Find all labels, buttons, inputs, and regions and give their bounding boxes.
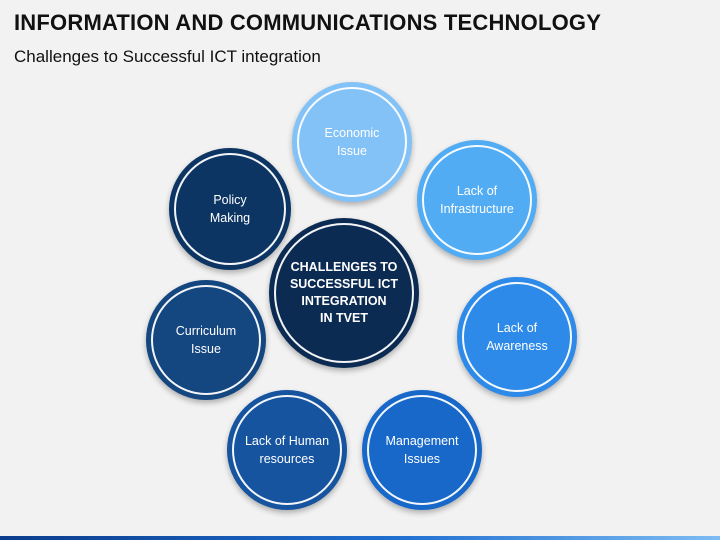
node-lack-of-human-resources: Lack of Human resources <box>227 390 347 510</box>
node-label: Lack of Awareness <box>486 320 548 353</box>
central-node-label: CHALLENGES TO SUCCESSFUL ICT INTEGRATION… <box>289 260 399 325</box>
page-subtitle: Challenges to Successful ICT integration <box>14 47 321 66</box>
node-lack-of-infrastructure: Lack of Infrastructure <box>417 140 537 260</box>
node-lack-of-awareness: Lack of Awareness <box>457 277 577 397</box>
node-label: Lack of Infrastructure <box>440 183 514 216</box>
node-label: Curriculum Issue <box>175 323 237 356</box>
footer-accent-bar <box>0 536 720 540</box>
node-policy-making: Policy Making <box>169 148 291 270</box>
node-curriculum-issue: Curriculum Issue <box>146 280 266 400</box>
node-management-issues: Management Issues <box>362 390 482 510</box>
node-label: Policy Making <box>209 192 251 225</box>
central-challenges-node: CHALLENGES TO SUCCESSFUL ICT INTEGRATION… <box>269 218 419 368</box>
node-label: Management Issues <box>385 433 459 466</box>
node-economic-issue: Economic Issue <box>292 82 412 202</box>
node-label: Economic Issue <box>324 125 380 158</box>
page-title: INFORMATION AND COMMUNICATIONS TECHNOLOG… <box>14 10 602 35</box>
node-label: Lack of Human resources <box>244 433 330 466</box>
